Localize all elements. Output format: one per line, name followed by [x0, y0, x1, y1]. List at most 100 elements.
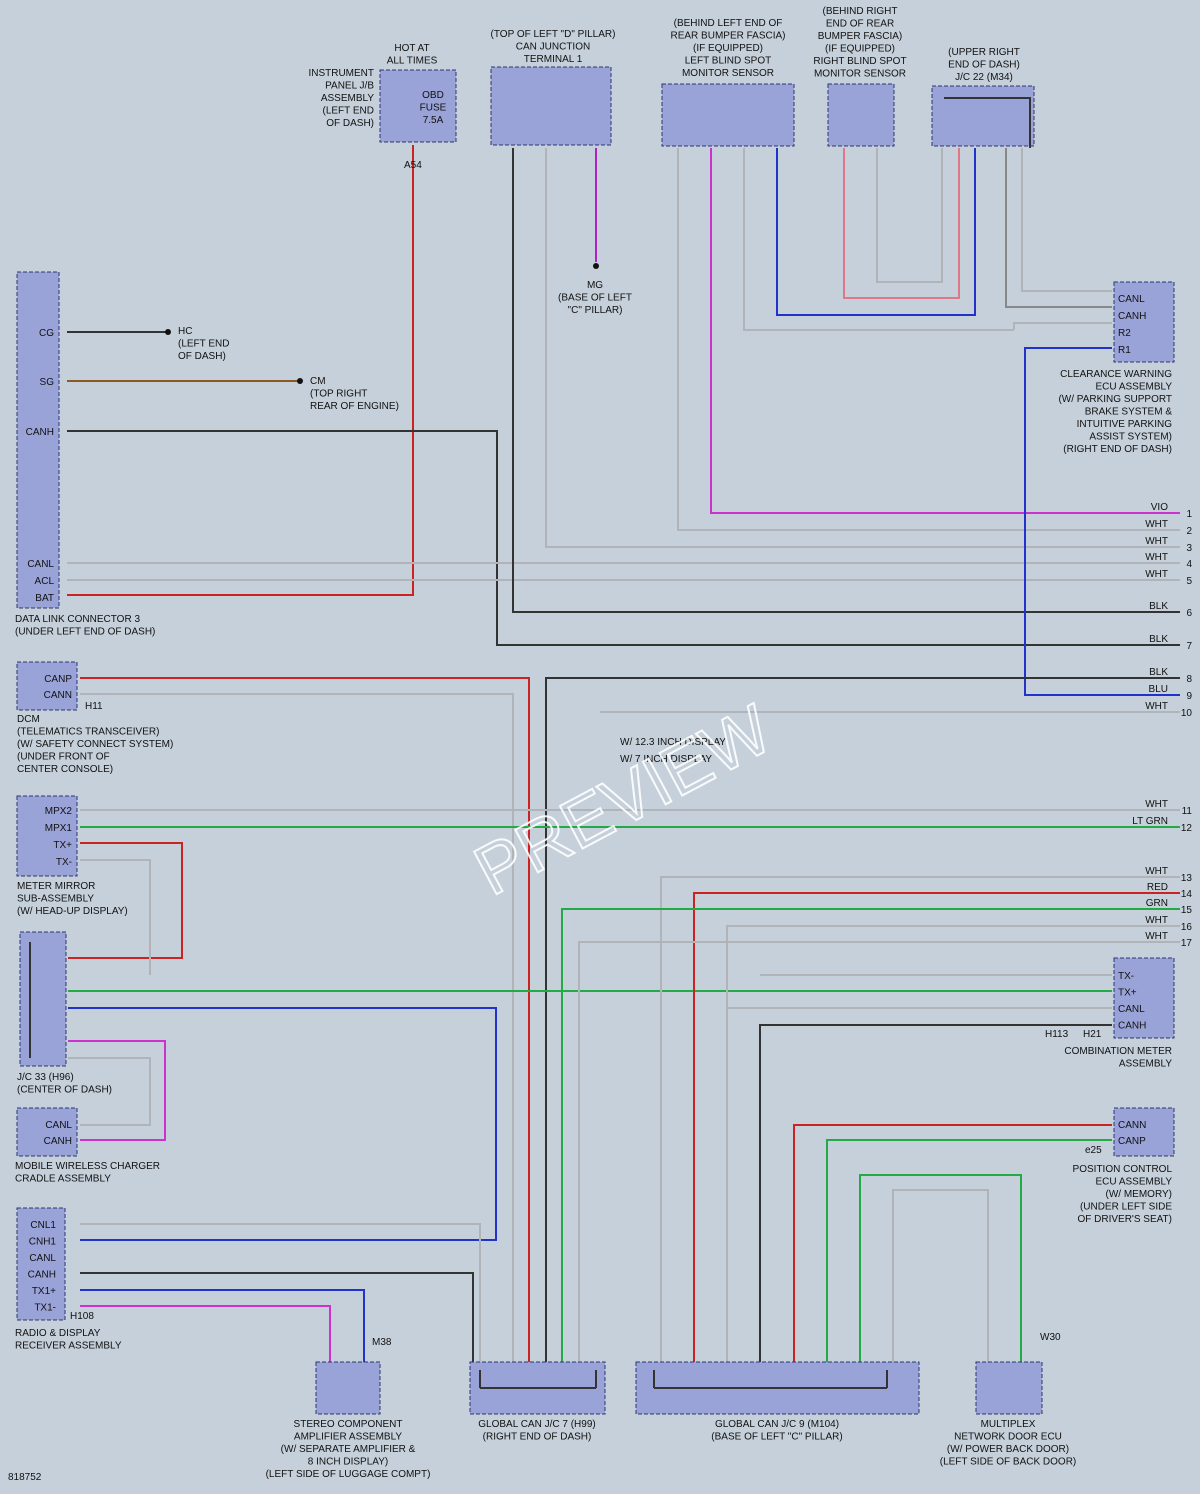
edge-color-13: WHT — [1145, 866, 1168, 877]
combo-conn1: H113 — [1045, 1029, 1069, 1040]
edge-num-3: 3 — [1186, 543, 1192, 554]
pc-pin-CANP: CANP — [1118, 1136, 1146, 1147]
pos-conn: e25 — [1085, 1145, 1102, 1156]
pin-labels: CGSGCANHCANLACLBATCANPCANNMPX2MPX1TX+TX-… — [26, 294, 1147, 1314]
wire-door-canp — [859, 1174, 1022, 1362]
wire-clr-r1 — [1024, 347, 1180, 696]
wire-jc22-gry — [1005, 148, 1112, 308]
edge-color-16: WHT — [1145, 915, 1168, 926]
dcm-pin-CANN: CANN — [44, 690, 72, 701]
can-jt1-box — [490, 66, 612, 146]
dlc3-pin-SG: SG — [40, 377, 55, 388]
wire-door-cann — [892, 1189, 989, 1362]
mm-pin-MPX2: MPX2 — [45, 806, 73, 817]
meter-mirror-box — [16, 795, 78, 877]
radio-pin-CANL: CANL — [29, 1253, 56, 1264]
wire-radio-cnl1 — [80, 1223, 481, 1362]
edge-color-4: WHT — [1145, 552, 1168, 563]
wire-jc33-blu — [68, 1007, 497, 1241]
clr-pin-R1: R1 — [1118, 345, 1131, 356]
edge-color-12: LT GRN — [1132, 816, 1168, 827]
jc22-bus — [944, 97, 1031, 148]
wire-lbsm-1 — [677, 148, 1180, 531]
edge-num-9: 9 — [1186, 691, 1192, 702]
radio-pin-TX1+: TX1+ — [32, 1286, 56, 1297]
jc33-box — [19, 931, 67, 1067]
wire-radio-canh — [80, 1272, 474, 1362]
wire-radio-tx1p — [80, 1289, 365, 1362]
edge-color-17: WHT — [1145, 931, 1168, 942]
edge-num-1: 1 — [1186, 509, 1192, 520]
wire-cm-canh — [759, 1024, 1112, 1362]
wire-obd-bat — [67, 145, 414, 596]
cmb-pin-TX-: TX- — [1118, 971, 1134, 982]
wire-r13 — [660, 876, 1180, 1362]
chg-pin-CANH: CANH — [44, 1136, 72, 1147]
dlc3-pin-ACL: ACL — [35, 576, 55, 587]
wire-jc33-wht19 — [68, 1057, 151, 1126]
component-labels: DATA LINK CONNECTOR 3(UNDER LEFT END OF … — [15, 6, 1172, 1480]
mpx-door-box — [975, 1361, 1043, 1415]
clr-pin-CANH: CANH — [1118, 311, 1146, 322]
pos-ctrl-box — [1113, 1107, 1175, 1157]
edge-color-6: BLK — [1149, 601, 1168, 612]
wire-mm-tx- — [80, 859, 151, 975]
edge-color-8: BLK — [1149, 667, 1168, 678]
edge-color-15: GRN — [1146, 898, 1168, 909]
note-1: W/ 12.3 INCH DISPLAY — [620, 737, 726, 748]
edge-num-8: 8 — [1186, 674, 1192, 685]
hc-ground-icon — [165, 329, 171, 335]
cmb-pin-TX+: TX+ — [1118, 988, 1137, 999]
radio-box — [16, 1207, 66, 1321]
edge-num-17: 17 — [1181, 938, 1193, 949]
cmb-pin-CANL: CANL — [1118, 1004, 1145, 1015]
radio-pin-TX1-: TX1- — [34, 1303, 56, 1314]
wire-r17 — [578, 941, 1180, 1362]
combo-conn2: H21 — [1083, 1029, 1102, 1040]
clearance-box — [1113, 281, 1175, 363]
wire-mm-tx+ — [68, 842, 183, 959]
edge-num-7: 7 — [1186, 641, 1192, 652]
clr-pin-CANL: CANL — [1118, 294, 1145, 305]
edge-num-11: 11 — [1182, 806, 1193, 817]
jc22-box — [931, 85, 1035, 147]
dlc3-pin-CANH: CANH — [26, 427, 54, 438]
mm-pin-TX-: TX- — [56, 857, 72, 868]
wire-lbsm-1b — [776, 148, 976, 316]
dlc3-box — [16, 271, 60, 609]
dcm-conn: H11 — [85, 701, 103, 712]
edge-num-16: 16 — [1181, 922, 1193, 933]
wire-pc-canp — [826, 1139, 1112, 1362]
wire-rbsm-1 — [843, 148, 960, 299]
pc-pin-CANN: CANN — [1118, 1120, 1146, 1131]
wire-jt1-canh — [512, 148, 1180, 613]
edge-color-2: WHT — [1145, 519, 1168, 530]
radio-conn: H108 — [70, 1311, 94, 1322]
edge-color-3: WHT — [1145, 536, 1168, 547]
gcan7-label: GLOBAL CAN J/C 7 (H99)(RIGHT END OF DASH… — [478, 1419, 595, 1443]
charger-box — [16, 1107, 78, 1157]
dcm-pin-CANP: CANP — [44, 674, 72, 685]
edge-num-10: 10 — [1181, 708, 1193, 719]
jc33-label: J/C 33 (H96)(CENTER OF DASH) — [17, 1072, 112, 1096]
dcm-box — [16, 661, 78, 711]
edge-num-5: 5 — [1186, 576, 1192, 587]
mm-pin-MPX1: MPX1 — [45, 823, 73, 834]
amp-conn: M38 — [372, 1337, 392, 1348]
wire-clr-r2 — [1013, 322, 1112, 330]
edge-color-5: WHT — [1145, 569, 1168, 580]
